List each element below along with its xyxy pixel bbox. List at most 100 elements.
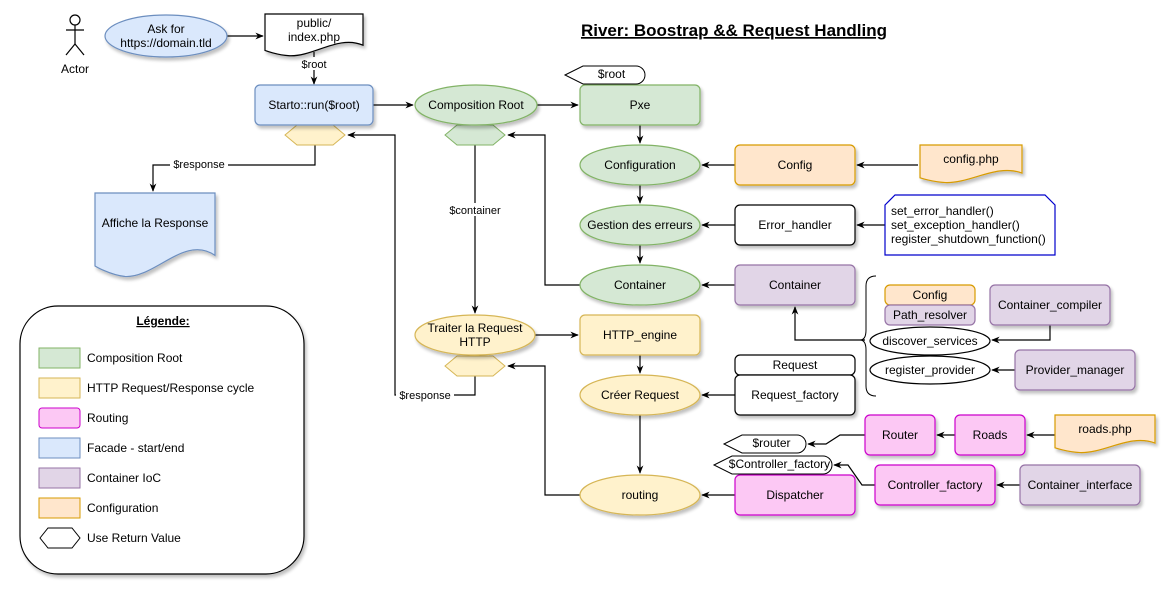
roads-php-shape: [1054, 414, 1156, 454]
roads-php-label: roads.php: [1078, 422, 1132, 436]
creer-request-shape: [579, 374, 701, 416]
node-container-box[interactable]: Container: [734, 264, 856, 306]
legend-item-http-cycle: HTTP Request/Response cycle: [38, 377, 255, 399]
legend-label: Facade - start/end: [87, 441, 184, 455]
node-routing[interactable]: routing: [579, 474, 701, 516]
legend-swatch: [38, 347, 81, 369]
node-config[interactable]: Config: [734, 144, 856, 186]
handlers-note-label: set_error_handler()set_exception_handler…: [891, 204, 1046, 246]
pxe-label: Pxe: [630, 98, 651, 112]
handlers-note-shape: [884, 194, 1056, 256]
node-creer-request[interactable]: Créer Request: [579, 374, 701, 416]
register-provider-shape: [869, 355, 991, 385]
container-interface-shape: [1019, 464, 1141, 506]
node-index[interactable]: public/index.php: [264, 13, 364, 57]
legend-label: Routing: [87, 411, 128, 425]
node-affiche[interactable]: Affiche la Response: [94, 192, 216, 278]
node-router[interactable]: Router: [864, 414, 936, 456]
diagram-title: River: Boostrap && Request Handling: [581, 21, 887, 40]
legend-box: [19, 305, 305, 575]
request-label: Request: [773, 358, 818, 372]
config-small-label: Config: [913, 288, 948, 302]
path-resolver-label: Path_resolver: [893, 308, 967, 322]
composition-root-return-hexagon: [444, 124, 506, 146]
starto-return-hexagon: [284, 124, 346, 146]
container-ellipse-label: Container: [614, 278, 666, 292]
node-container-ellipse[interactable]: Container: [579, 264, 701, 306]
ask-shape: [104, 14, 228, 58]
node-configuration[interactable]: Configuration: [579, 144, 701, 186]
root-tag-label: $root: [598, 67, 626, 81]
error-handler-shape: [734, 204, 856, 246]
edge-label-bg: [297, 57, 331, 70]
edge-starto-hex-to-affiche: [149, 145, 316, 192]
affiche-label: Affiche la Response: [102, 216, 209, 230]
node-request-factory[interactable]: Request_factory: [734, 374, 856, 416]
edge-label-bg: [443, 203, 507, 216]
container-interface-label: Container_interface: [1028, 478, 1133, 492]
legend-item-plain: Use Return Value: [39, 527, 181, 549]
node-starto[interactable]: Starto::run($root): [254, 84, 374, 126]
traiter-return-hexagon: [444, 355, 506, 377]
request-factory-label: Request_factory: [751, 388, 838, 402]
legend-swatch: [38, 437, 81, 459]
path-resolver-shape: [884, 304, 976, 326]
node-discover-services[interactable]: discover_services: [869, 326, 991, 356]
actor-icon: [65, 14, 85, 56]
traiter-shape: [414, 314, 536, 356]
node-register-provider[interactable]: register_provider: [869, 355, 991, 385]
legend-label: Configuration: [87, 501, 158, 515]
creer-request-label: Créer Request: [601, 388, 680, 402]
register-provider-label: register_provider: [885, 363, 975, 377]
provider-manager-label: Provider_manager: [1026, 363, 1125, 377]
edge-label-bg: [170, 157, 228, 170]
legend-label: Use Return Value: [87, 531, 181, 545]
node-composition-root[interactable]: Composition Root: [414, 84, 538, 126]
gestion-erreurs-label: Gestion des erreurs: [587, 218, 692, 232]
provider-manager-shape: [1014, 349, 1136, 391]
edge-brace-to-container-box: [791, 306, 865, 341]
node-container-compiler[interactable]: Container_compiler: [989, 284, 1111, 326]
node-gestion-erreurs[interactable]: Gestion des erreurs: [579, 204, 701, 246]
node-config-small[interactable]: Config: [884, 284, 976, 306]
node-http-engine[interactable]: HTTP_engine: [579, 314, 701, 356]
http-engine-shape: [579, 314, 701, 356]
node-provider-manager[interactable]: Provider_manager: [1014, 349, 1136, 391]
routing-label: routing: [622, 488, 659, 502]
legend-swatch: [38, 377, 81, 399]
index-shape: [264, 13, 364, 57]
config-php-shape: [919, 144, 1023, 184]
legend-label: Composition Root: [87, 351, 183, 365]
config-php-label: config.php: [943, 152, 999, 166]
node-path-resolver[interactable]: Path_resolver: [884, 304, 976, 326]
node-error-handler[interactable]: Error_handler: [734, 204, 856, 246]
node-controller-factory[interactable]: Controller_factory: [874, 464, 996, 506]
http-engine-label: HTTP_engine: [603, 328, 677, 342]
node-request[interactable]: Request: [734, 354, 856, 376]
brace-bracket: [859, 275, 877, 397]
edge-controller-factory-to-tag: [833, 461, 875, 486]
node-handlers-note[interactable]: set_error_handler()set_exception_handler…: [884, 194, 1056, 256]
legend-item-routing: Routing: [38, 407, 128, 429]
legend-title: Légende:: [136, 314, 189, 328]
node-config-php[interactable]: config.php: [919, 144, 1023, 184]
node-dispatcher[interactable]: Dispatcher: [734, 474, 856, 516]
config-label: Config: [778, 158, 813, 172]
edge-label-response-mid: $response: [399, 390, 450, 402]
discover-services-label: discover_services: [882, 334, 977, 348]
composition-root-label: Composition Root: [428, 98, 524, 112]
starto-label: Starto::run($root): [268, 98, 359, 112]
node-roads-php[interactable]: roads.php: [1054, 414, 1156, 454]
legend-item-facade: Facade - start/end: [38, 437, 184, 459]
starto-shape: [254, 84, 374, 126]
edge-router-to-router-tag: [807, 434, 865, 448]
node-container-interface[interactable]: Container_interface: [1019, 464, 1141, 506]
node-roads[interactable]: Roads: [954, 414, 1026, 456]
config-shape: [734, 144, 856, 186]
node-pxe[interactable]: Pxe: [579, 84, 701, 126]
